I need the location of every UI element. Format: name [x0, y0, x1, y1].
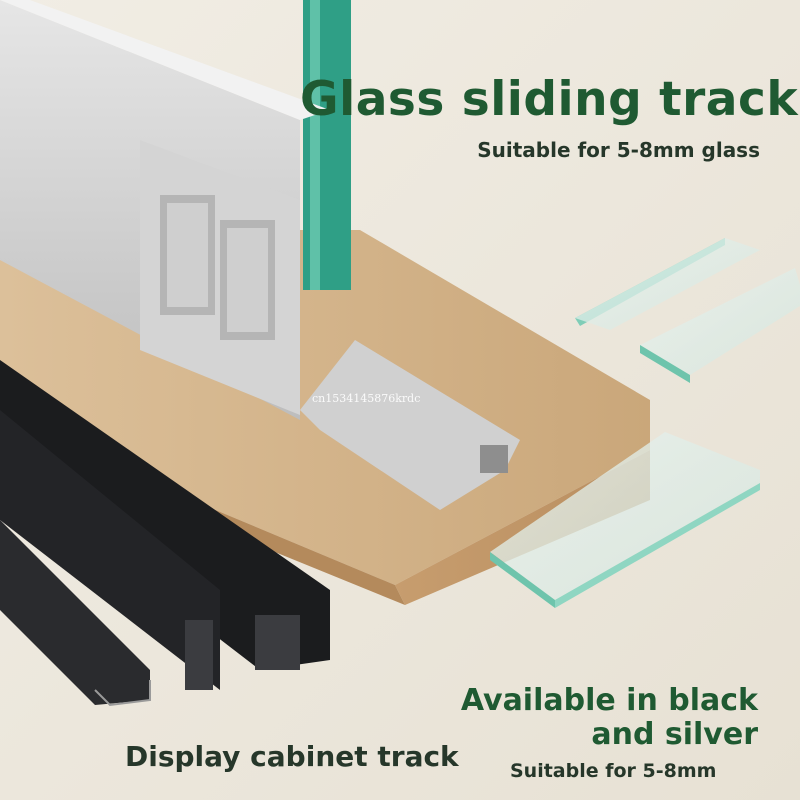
headline-title: Glass sliding track: [300, 72, 799, 127]
display-cabinet-caption: Display cabinet track: [125, 740, 459, 773]
color-options: Available in black and silver: [461, 684, 758, 752]
color-options-subtitle: Suitable for 5-8mm: [510, 760, 717, 782]
glass-pieces: [490, 238, 800, 608]
watermark: cn1534145876krdc: [312, 392, 421, 405]
silver-track: [0, 0, 520, 510]
black-tracks: [0, 360, 330, 707]
color-options-line1: Available in black: [460, 683, 758, 718]
green-glass-panel: [303, 0, 351, 290]
headline-subtitle: Suitable for 5-8mm glass: [477, 138, 760, 162]
color-options-line2: and silver: [591, 717, 758, 752]
